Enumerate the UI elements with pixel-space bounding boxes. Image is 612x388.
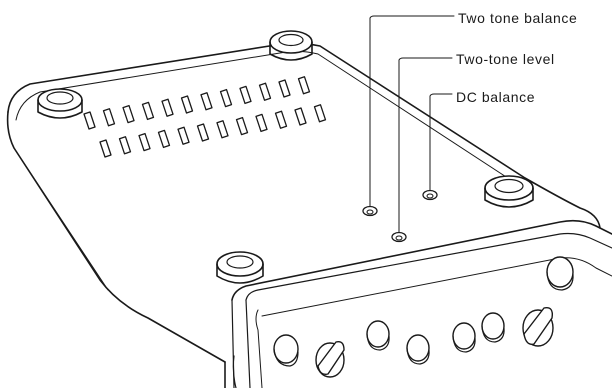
vent-slot <box>99 139 112 158</box>
front-panel-outline <box>231 219 612 301</box>
vent-slot <box>102 108 116 127</box>
vent-slot <box>258 82 272 101</box>
vent-slots <box>83 76 327 158</box>
leader-two-tone-balance <box>369 15 455 207</box>
vent-slot <box>157 129 171 149</box>
front-panel-controls <box>273 256 574 378</box>
cabinet-top-outline <box>7 42 601 229</box>
callout-dc-balance: DC balance <box>456 89 536 105</box>
vent-slot <box>219 88 233 108</box>
foot-right <box>484 175 534 208</box>
cabinet-left-edge <box>6 111 226 363</box>
vent-slot <box>313 104 327 123</box>
leader-two-tone-level <box>398 57 453 233</box>
vent-slot <box>138 132 151 152</box>
vent-slot <box>297 76 311 95</box>
vent-slot <box>235 116 249 136</box>
vent-slot <box>118 136 132 155</box>
vent-slot <box>122 104 135 124</box>
leader-dc-balance <box>429 93 453 191</box>
vent-slot <box>200 92 213 111</box>
vent-slot <box>180 95 194 114</box>
vent-slot <box>239 85 252 105</box>
callout-two-tone-balance: Two tone balance <box>458 10 578 26</box>
vent-slot <box>196 123 210 142</box>
vent-slot <box>161 98 174 117</box>
foot-bottom-left <box>216 251 264 284</box>
vent-slot <box>278 79 291 98</box>
vent-slot <box>141 101 155 121</box>
vent-slot <box>83 111 96 130</box>
vent-slot <box>274 110 288 129</box>
vent-slot <box>216 120 229 139</box>
foot-top-middle <box>269 30 313 61</box>
callout-two-tone-level: Two-tone level <box>456 51 555 67</box>
vent-slot <box>294 107 307 126</box>
foot-top-left <box>37 88 83 119</box>
vent-slot <box>255 113 268 133</box>
vent-slot <box>177 126 190 145</box>
